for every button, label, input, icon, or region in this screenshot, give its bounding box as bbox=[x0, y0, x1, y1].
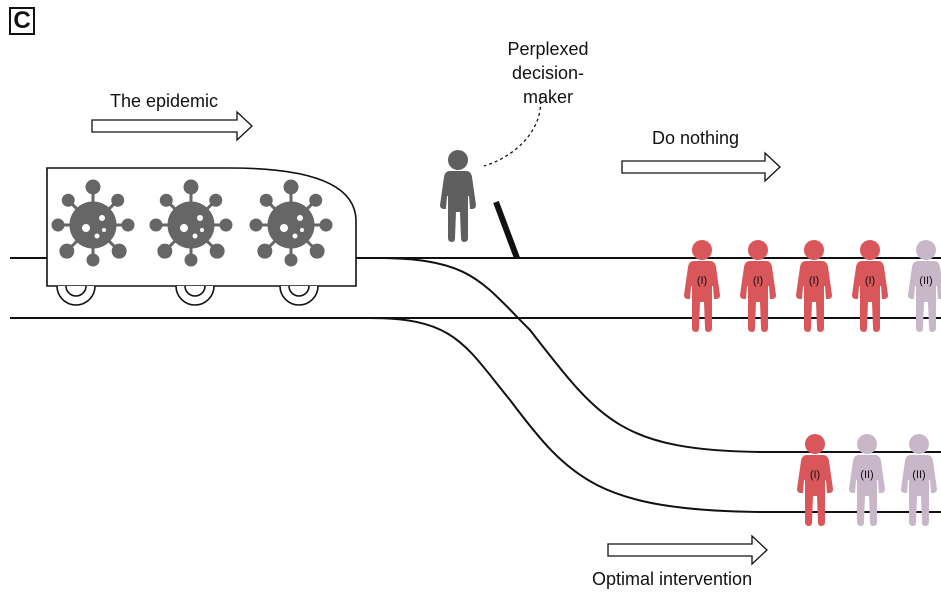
right-arrow-icon bbox=[91, 110, 253, 142]
panel-label: C bbox=[9, 7, 35, 35]
top-track-people: (I) (I) (I) (I) (II) bbox=[684, 240, 941, 332]
train-car bbox=[46, 167, 357, 306]
person-group-label: (I) bbox=[865, 275, 875, 287]
optimal-intervention-label: Optimal intervention bbox=[592, 569, 753, 589]
track-bottom-rail-lower bbox=[369, 317, 941, 513]
thought-dashed-line bbox=[483, 94, 542, 167]
person-icon: (I) bbox=[796, 240, 832, 332]
virus-spots-1 bbox=[82, 215, 106, 239]
do-nothing-label: Do nothing bbox=[652, 128, 740, 148]
right-arrow-icon bbox=[607, 534, 768, 566]
person-group-label: (II) bbox=[912, 469, 925, 481]
switch-lever-icon bbox=[493, 200, 520, 260]
person-icon: (I) bbox=[852, 240, 888, 332]
person-icon bbox=[440, 150, 476, 242]
decision-maker-label: Perplexed decision-maker bbox=[507, 39, 589, 107]
person-icon: (II) bbox=[849, 434, 885, 526]
person-icon: (I) bbox=[684, 240, 720, 332]
person-group-label: (I) bbox=[697, 275, 707, 287]
person-icon: (II) bbox=[901, 434, 937, 526]
person-icon: (II) bbox=[908, 240, 941, 332]
virus-spots-2 bbox=[180, 215, 204, 239]
person-icon: (I) bbox=[740, 240, 776, 332]
right-arrow-icon bbox=[621, 151, 781, 183]
person-group-label: (I) bbox=[753, 275, 763, 287]
virus-spots-3 bbox=[280, 215, 304, 239]
person-icon: (I) bbox=[797, 434, 833, 526]
train-wheels bbox=[56, 285, 319, 306]
epidemic-label: The epidemic bbox=[110, 91, 219, 111]
person-group-label: (II) bbox=[919, 275, 932, 287]
bottom-track-people: (I) (II) (II) bbox=[797, 434, 937, 526]
person-group-label: (II) bbox=[860, 469, 873, 481]
person-group-label: (I) bbox=[810, 469, 820, 481]
track-bottom-rail-upper bbox=[374, 257, 941, 453]
person-group-label: (I) bbox=[809, 275, 819, 287]
